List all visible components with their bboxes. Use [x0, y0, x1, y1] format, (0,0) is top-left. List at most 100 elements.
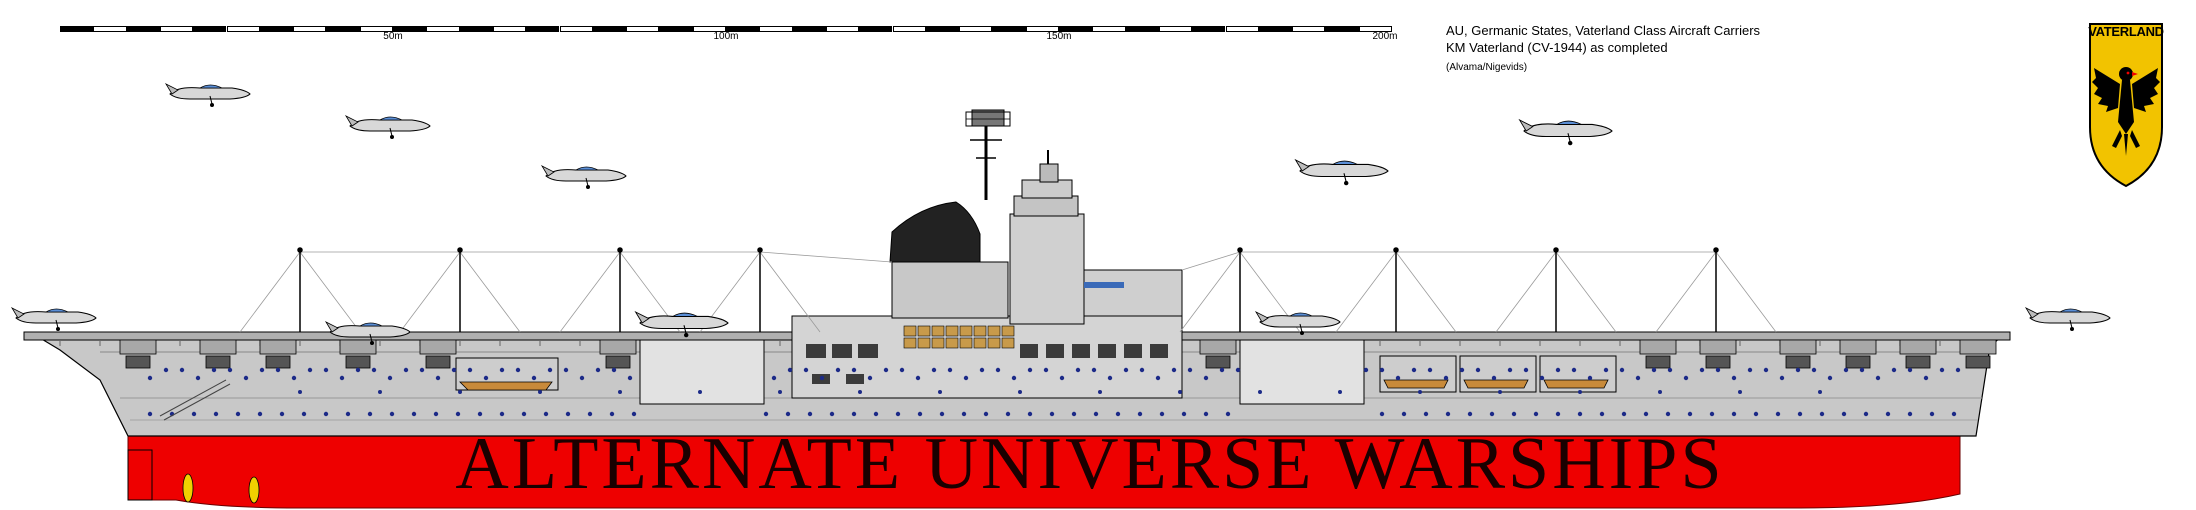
- scale-segment: [226, 26, 260, 32]
- porthole-icon: [1923, 375, 1929, 381]
- scale-segment: [959, 26, 993, 32]
- scale-segment: [659, 26, 693, 32]
- porthole-icon: [1907, 367, 1913, 373]
- island-crates: [903, 325, 1015, 349]
- gun-mount-icon: [125, 355, 151, 369]
- porthole-icon: [1843, 367, 1849, 373]
- porthole-icon: [1571, 367, 1577, 373]
- porthole-icon: [1187, 367, 1193, 373]
- aircraft-icon: [634, 310, 729, 338]
- gun-mount-icon: [1905, 355, 1931, 369]
- post-cap-icon: [1237, 247, 1243, 253]
- porthole-icon: [235, 411, 241, 417]
- porthole-icon: [1093, 411, 1099, 417]
- porthole-icon: [1665, 411, 1671, 417]
- scale-segment: [459, 26, 493, 32]
- porthole-icon: [1819, 411, 1825, 417]
- porthole-icon: [1747, 367, 1753, 373]
- porthole-icon: [961, 411, 967, 417]
- stay-wire: [299, 251, 361, 333]
- porthole-icon: [1603, 367, 1609, 373]
- porthole-icon: [595, 367, 601, 373]
- scale-segment: [159, 26, 194, 32]
- porthole-icon: [1107, 375, 1113, 381]
- porthole-icon: [1363, 367, 1369, 373]
- gun-mount-icon: [1205, 355, 1231, 369]
- porthole-icon: [179, 367, 185, 373]
- gun-mount-icon: [205, 355, 231, 369]
- porthole-icon: [785, 411, 791, 417]
- porthole-icon: [1539, 375, 1545, 381]
- porthole-icon: [1075, 367, 1081, 373]
- porthole-icon: [1427, 367, 1433, 373]
- gun-sponson: [599, 339, 637, 355]
- scale-segment: [726, 26, 760, 32]
- aircraft-icon: [164, 83, 251, 107]
- porthole-icon: [323, 367, 329, 373]
- scale-segment: [492, 26, 527, 32]
- scale-segment: [692, 26, 726, 32]
- porthole-icon: [563, 367, 569, 373]
- porthole-icon: [467, 367, 473, 373]
- island-window: [1098, 344, 1116, 358]
- porthole-icon: [1498, 390, 1502, 394]
- crate-icon: [903, 325, 917, 337]
- scale-segment: [1292, 26, 1326, 32]
- porthole-icon: [895, 411, 901, 417]
- porthole-icon: [1731, 411, 1737, 417]
- porthole-icon: [367, 411, 373, 417]
- post-cap-icon: [617, 247, 623, 253]
- gun-sponson: [199, 339, 237, 355]
- porthole-icon: [1511, 411, 1517, 417]
- gun-mount-icon: [425, 355, 451, 369]
- porthole-icon: [851, 411, 857, 417]
- stay-wire: [459, 251, 521, 333]
- scale-bar: [60, 26, 1392, 32]
- porthole-icon: [1797, 411, 1803, 417]
- porthole-icon: [1178, 390, 1182, 394]
- porthole-icon: [979, 367, 985, 373]
- scale-segment: [992, 26, 1026, 32]
- porthole-icon: [213, 411, 219, 417]
- porthole-icon: [587, 411, 593, 417]
- porthole-icon: [433, 411, 439, 417]
- porthole-icon: [1619, 367, 1625, 373]
- porthole-icon: [1475, 367, 1481, 373]
- porthole-icon: [939, 411, 945, 417]
- scale-segment: [126, 26, 160, 32]
- porthole-icon: [323, 411, 329, 417]
- gun-mount-icon: [1645, 355, 1671, 369]
- porthole-icon: [807, 411, 813, 417]
- island-window: [846, 374, 864, 384]
- porthole-icon: [455, 411, 461, 417]
- porthole-icon: [279, 411, 285, 417]
- porthole-icon: [1891, 367, 1897, 373]
- gun-mount-icon: [1785, 355, 1811, 369]
- porthole-icon: [1827, 375, 1833, 381]
- porthole-icon: [1578, 390, 1582, 394]
- scale-segment: [859, 26, 893, 32]
- gun-mount-icon: [1845, 355, 1871, 369]
- porthole-icon: [521, 411, 527, 417]
- porthole-icon: [915, 375, 921, 381]
- aircraft-icon: [10, 307, 97, 331]
- scale-segment: [359, 26, 393, 32]
- propeller-icon: [182, 473, 194, 503]
- gun-sponson: [1639, 339, 1677, 355]
- porthole-icon: [1489, 411, 1495, 417]
- porthole-icon: [995, 367, 1001, 373]
- porthole-icon: [1171, 367, 1177, 373]
- stay-wire: [1395, 251, 1457, 333]
- porthole-icon: [917, 411, 923, 417]
- scale-segment: [1192, 26, 1226, 32]
- gun-mount-icon: [1705, 355, 1731, 369]
- scale-segment: [825, 26, 860, 32]
- aircraft-icon: [1518, 118, 1613, 146]
- island-window: [806, 344, 826, 358]
- porthole-icon: [419, 367, 425, 373]
- scale-segment: [60, 26, 94, 32]
- alternate-universe-warships-watermark: ALTERNATE UNIVERSE WARSHIPS: [455, 423, 1725, 505]
- porthole-icon: [1071, 411, 1077, 417]
- porthole-icon: [547, 367, 553, 373]
